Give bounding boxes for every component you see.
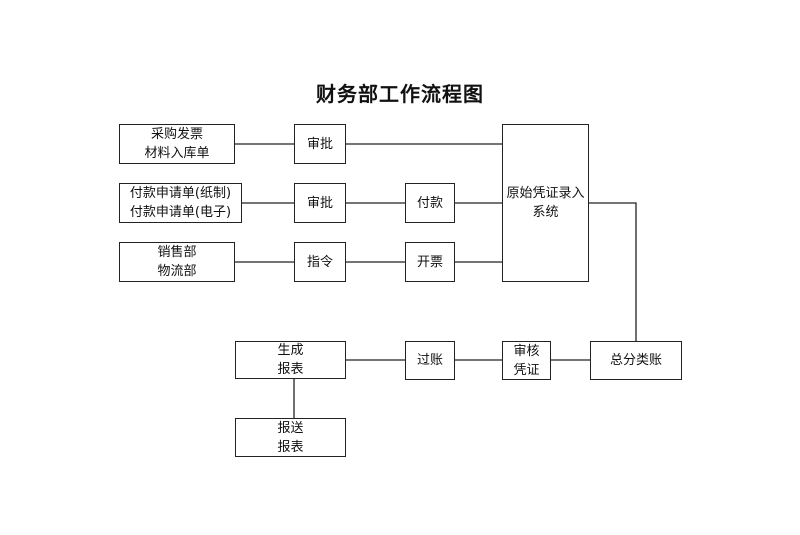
- node-posting: 过账: [405, 341, 455, 380]
- node-label: 原始凭证录入: [506, 186, 585, 201]
- node-label: 开票: [416, 254, 443, 270]
- node-label: 物流部: [157, 264, 197, 279]
- connector-entry-ledger: [589, 202, 637, 341]
- node-label: 付款申请单(纸制): [129, 186, 232, 201]
- node-label: 报表: [277, 362, 304, 377]
- node-submit-reports: 报送 报表: [235, 418, 346, 457]
- node-approve-1: 审批: [294, 124, 346, 164]
- node-invoicing: 开票: [405, 242, 455, 282]
- node-label: 生成: [277, 343, 304, 358]
- diagram-title: 财务部工作流程图: [316, 82, 484, 106]
- node-payment-requests: 付款申请单(纸制) 付款申请单(电子): [119, 183, 242, 223]
- node-label: 材料入库单: [144, 146, 210, 161]
- node-label: 付款: [416, 195, 443, 211]
- node-label: 审批: [306, 136, 333, 152]
- node-purchase-docs: 采购发票 材料入库单: [119, 124, 235, 164]
- node-instruction: 指令: [294, 242, 346, 282]
- node-generate-reports: 生成 报表: [235, 341, 346, 379]
- node-label: 过账: [416, 353, 443, 368]
- node-general-ledger: 总分类账: [590, 341, 682, 380]
- node-label: 凭证: [513, 362, 540, 378]
- node-label: 采购发票: [150, 127, 203, 142]
- node-sales-logistics: 销售部 物流部: [119, 242, 235, 282]
- node-payment: 付款: [405, 183, 455, 223]
- node-label: 指令: [306, 254, 333, 270]
- node-label: 报送: [277, 420, 304, 436]
- node-label: 销售部: [157, 245, 197, 260]
- node-label: 系统: [532, 205, 559, 220]
- node-label: 报表: [277, 439, 304, 455]
- node-approve-2: 审批: [294, 183, 346, 223]
- node-audit-voucher: 审核 凭证: [502, 341, 551, 380]
- node-label: 付款申请单(电子): [129, 205, 232, 220]
- node-voucher-entry: 原始凭证录入 系统: [502, 124, 589, 282]
- node-label: 审批: [306, 195, 333, 211]
- node-label: 总分类账: [609, 353, 662, 368]
- node-label: 审核: [513, 343, 540, 359]
